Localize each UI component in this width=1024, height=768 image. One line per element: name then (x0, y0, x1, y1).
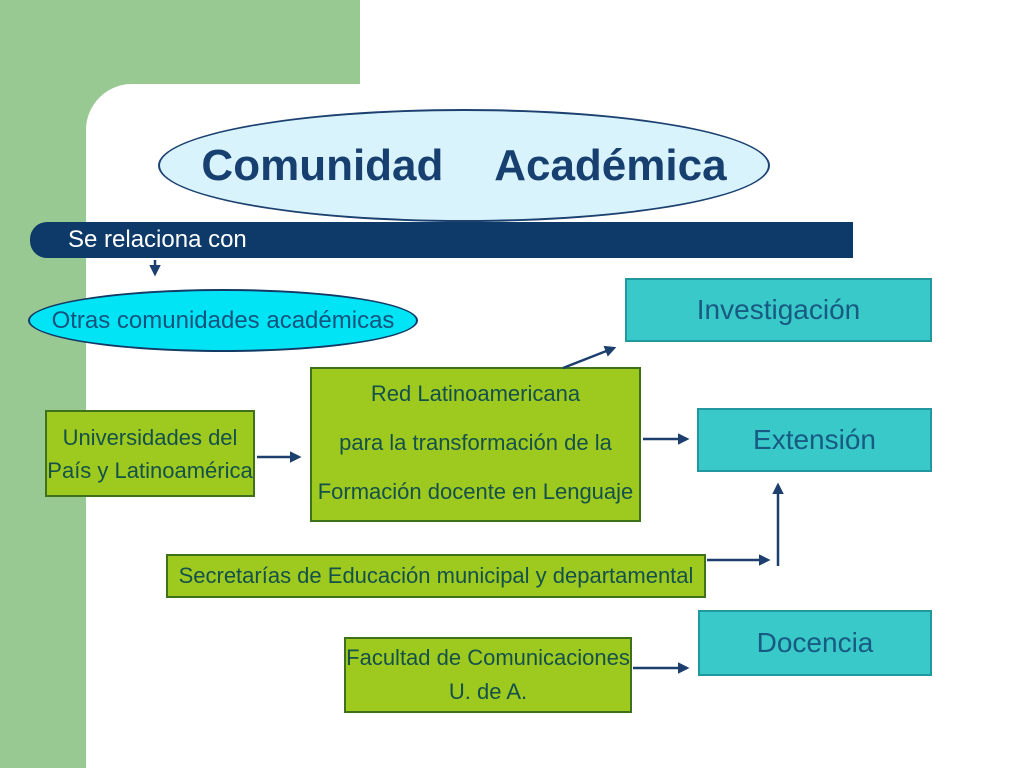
node-investigacion-label: Investigación (696, 294, 861, 325)
node-extension: Extensión (697, 408, 932, 472)
node-investigacion: Investigación (625, 278, 932, 342)
node-otras-comunidades-label: Otras comunidades académicas (51, 306, 395, 334)
node-docencia-label: Docencia (756, 627, 874, 658)
node-universidades: Universidades del País y Latinoamérica (45, 410, 255, 497)
node-secretarias-label: Secretarías de Educación municipal y dep… (178, 563, 694, 588)
node-secretarias: Secretarías de Educación municipal y dep… (166, 554, 706, 598)
node-universidades-line1: Universidades del (62, 424, 238, 450)
relation-bar: Se relaciona con (30, 222, 853, 258)
node-red-line3: Formación docente en Lenguaje (317, 479, 634, 504)
node-red-latinoamericana: Red Latinoamericana para la transformaci… (310, 367, 641, 522)
relation-bar-label: Se relaciona con (68, 226, 247, 253)
slide-title: Comunidad Académica (201, 140, 727, 190)
node-facultad-line2: U. de A. (448, 679, 528, 704)
background-sidebar (0, 0, 86, 768)
title-ellipse: Comunidad Académica (158, 109, 770, 222)
node-red-line1: Red Latinoamericana (370, 381, 581, 406)
node-red-line2: para la transformación de la (339, 430, 612, 455)
node-docencia: Docencia (698, 610, 932, 676)
node-facultad: Facultad de Comunicaciones U. de A. (344, 637, 632, 713)
node-otras-comunidades: Otras comunidades académicas (28, 289, 418, 352)
node-universidades-line2: País y Latinoamérica (47, 457, 253, 483)
node-extension-label: Extensión (753, 424, 876, 455)
node-facultad-line1: Facultad de Comunicaciones (346, 645, 630, 670)
